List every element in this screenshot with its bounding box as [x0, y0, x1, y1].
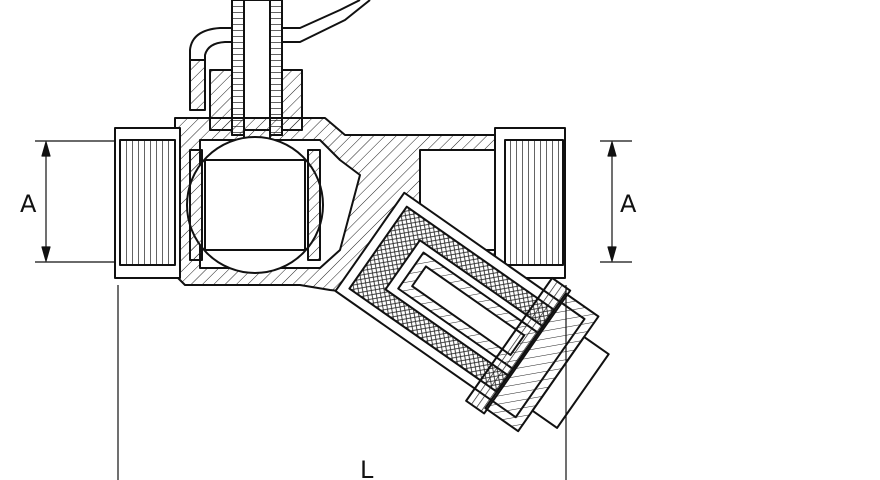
dimension-label-bottom: L: [360, 456, 374, 480]
dimension-a-right: [607, 141, 617, 262]
dimension-label-left: A: [20, 190, 37, 218]
dimension-label-right: A: [620, 190, 637, 218]
left-threaded-port: [114, 127, 181, 279]
dimension-a-left: [41, 141, 51, 262]
dimension-lines: [35, 140, 632, 480]
valve-ball: [186, 136, 324, 274]
y-strainer-assembly: [334, 191, 610, 433]
right-threaded-port: [494, 127, 566, 279]
